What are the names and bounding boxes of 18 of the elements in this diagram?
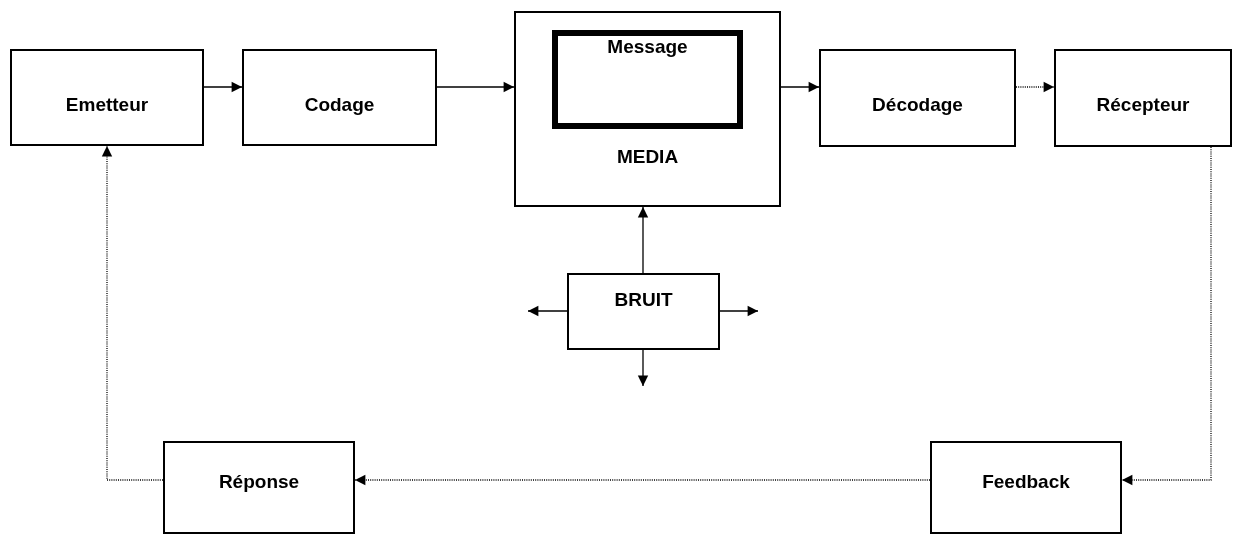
- node-label: Emetteur: [64, 94, 150, 116]
- node-label: Récepteur: [1095, 94, 1191, 116]
- node-label: Décodage: [871, 94, 964, 116]
- process-box: [930, 441, 1122, 534]
- node-label: Réponse: [217, 471, 301, 493]
- process-box: [163, 441, 355, 534]
- node-label: MEDIA: [615, 146, 680, 168]
- process-box: [567, 273, 720, 350]
- node-label: BRUIT: [613, 289, 674, 311]
- process-box: [1054, 49, 1232, 147]
- inner-box: [552, 30, 743, 129]
- process-box: [10, 49, 204, 146]
- node-label: Feedback: [981, 471, 1071, 493]
- process-box: [819, 49, 1016, 147]
- process-box: [242, 49, 437, 146]
- process-box: [514, 11, 781, 207]
- node-label: Message: [606, 36, 689, 58]
- node-label: Codage: [303, 94, 376, 116]
